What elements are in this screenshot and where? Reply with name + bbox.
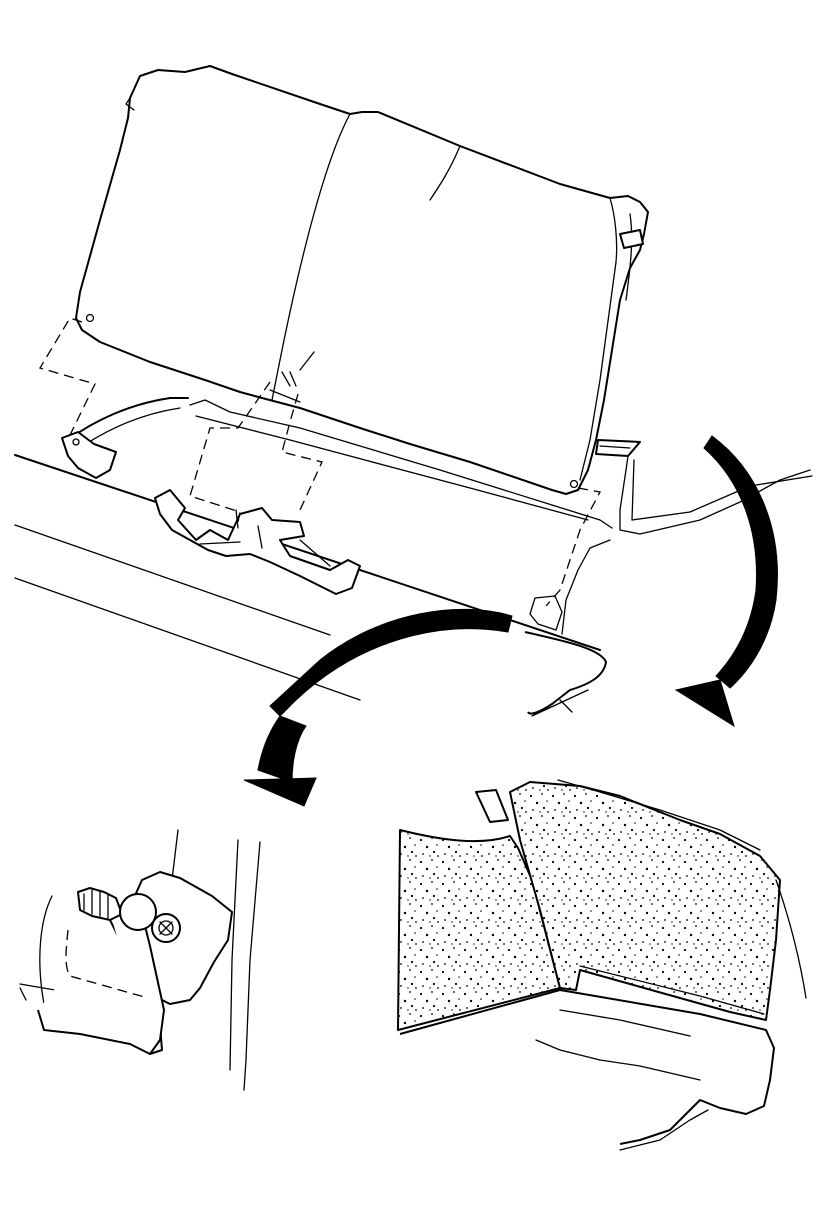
arrow-to-hinge-detail [243, 608, 513, 807]
seat-back [75, 65, 649, 495]
seat-belt-buckle [61, 397, 563, 631]
hinge-detail [19, 829, 261, 1091]
floor-trim [189, 399, 813, 635]
alignment-guides [39, 317, 601, 607]
arrow-to-cushion-detail [674, 435, 778, 728]
cushion-detail [397, 779, 807, 1151]
